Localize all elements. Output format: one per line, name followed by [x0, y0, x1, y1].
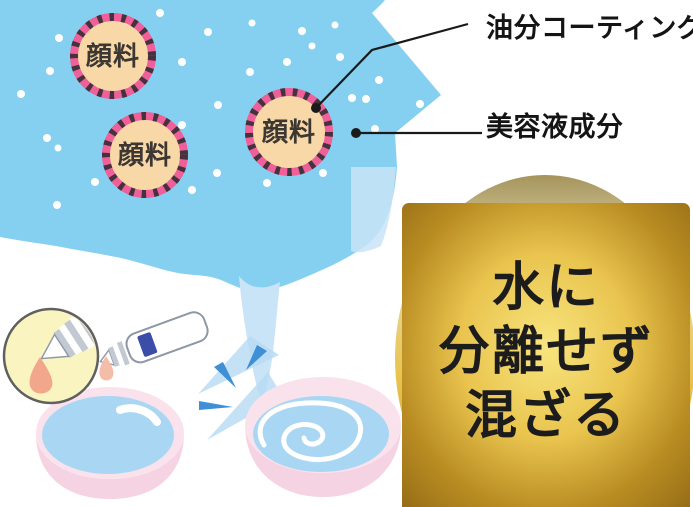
- oil-coating-label: 油分コーティング: [486, 13, 693, 43]
- falling-drop: [99, 356, 114, 381]
- blob-right-wash: [351, 167, 396, 253]
- oil-pointer-dot: [311, 103, 321, 113]
- gold-panel-text: 水に 分離せず 混ざる: [437, 260, 654, 445]
- tube-label-band: [137, 332, 158, 357]
- pigment-particle-3: [245, 88, 333, 176]
- pigment-striped-ring: [102, 112, 188, 198]
- water-highlight: [116, 404, 161, 426]
- tube-body: [125, 311, 209, 364]
- bowl-right: [245, 377, 401, 497]
- bowl-right-body: [245, 425, 401, 497]
- serum-ingredient-label: 美容液成分: [486, 112, 624, 142]
- pigment-label-1: 顔料: [85, 41, 140, 71]
- splash-wedge-2: [214, 362, 236, 388]
- splash-wedge-1: [246, 345, 267, 370]
- magnifier-group: [2, 307, 100, 405]
- bowl-left: [36, 387, 184, 499]
- oil-pointer-line: [315, 22, 469, 109]
- pigment-particle-2: [102, 112, 188, 198]
- bowl-left-body: [36, 433, 184, 499]
- tube-group: [99, 311, 209, 367]
- splash-pale-2: [207, 372, 283, 440]
- serum-pointer-dot: [351, 128, 361, 138]
- magnified-drop: [29, 357, 53, 394]
- splash-marks: [198, 336, 283, 440]
- pigment-label-3: 顔料: [261, 117, 316, 147]
- serum-dots: [17, 9, 424, 209]
- blob-tail: [239, 276, 280, 400]
- splash-wedge-3: [199, 401, 233, 410]
- pigment-striped-ring: [70, 13, 156, 99]
- callout-pointers: [311, 22, 482, 138]
- pigment-striped-ring: [245, 88, 333, 176]
- pigment-particle-1: [70, 13, 156, 99]
- water-swirl: [257, 400, 364, 463]
- pigment-label-2: 顔料: [117, 140, 172, 170]
- bowl-left-water: [42, 396, 174, 474]
- gold-panel: [402, 203, 690, 507]
